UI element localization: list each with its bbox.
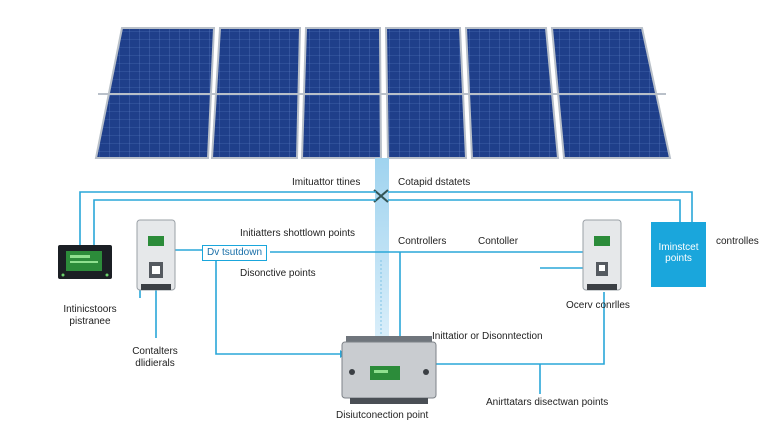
dv-shutdown-tag: Dv tsutdown — [202, 245, 268, 261]
cross-connector — [373, 189, 389, 203]
label-shutdown-points: Initiatters shottlown points — [240, 228, 356, 239]
label-bottom-center: Disiutconection point — [336, 410, 429, 421]
label-contalters-line1: Contalters — [132, 346, 178, 357]
inverter-icon — [582, 219, 622, 291]
label-disonctive: Disonctive points — [240, 268, 316, 279]
wiring — [79, 191, 693, 394]
label-left-device-line2: pistranee — [69, 316, 111, 327]
monitor-icon — [58, 245, 112, 279]
inverter-icon — [136, 219, 176, 291]
label-controlles-right: controlles — [716, 236, 759, 247]
label-initiation: Inittatior or Disonntection — [432, 331, 543, 342]
instruction-box-line2: points — [665, 253, 692, 264]
instruction-box-line1: Iminstcet — [658, 242, 699, 253]
instruction-box: Iminstcet points — [651, 222, 706, 287]
mounting-pole — [375, 158, 389, 338]
label-top-left: Imituattor ttines — [292, 177, 361, 188]
disconnect-box-icon — [341, 336, 437, 404]
label-contalters-line2: dlidierals — [135, 358, 175, 369]
solar-array — [94, 27, 672, 159]
label-controller: Contoller — [478, 236, 519, 247]
label-bottom-right: Anirttatars disectwan points — [486, 397, 609, 408]
label-controllers: Controllers — [398, 236, 447, 247]
label-ocerv: Ocerv conrlles — [566, 300, 630, 311]
label-contalters: Contalters dlidierals — [120, 346, 190, 370]
label-top-right: Cotapid dstatets — [398, 177, 471, 188]
label-left-device-line1: Intinicstoors — [63, 304, 117, 315]
label-left-device: Intinicstoors pistranee — [50, 304, 130, 328]
